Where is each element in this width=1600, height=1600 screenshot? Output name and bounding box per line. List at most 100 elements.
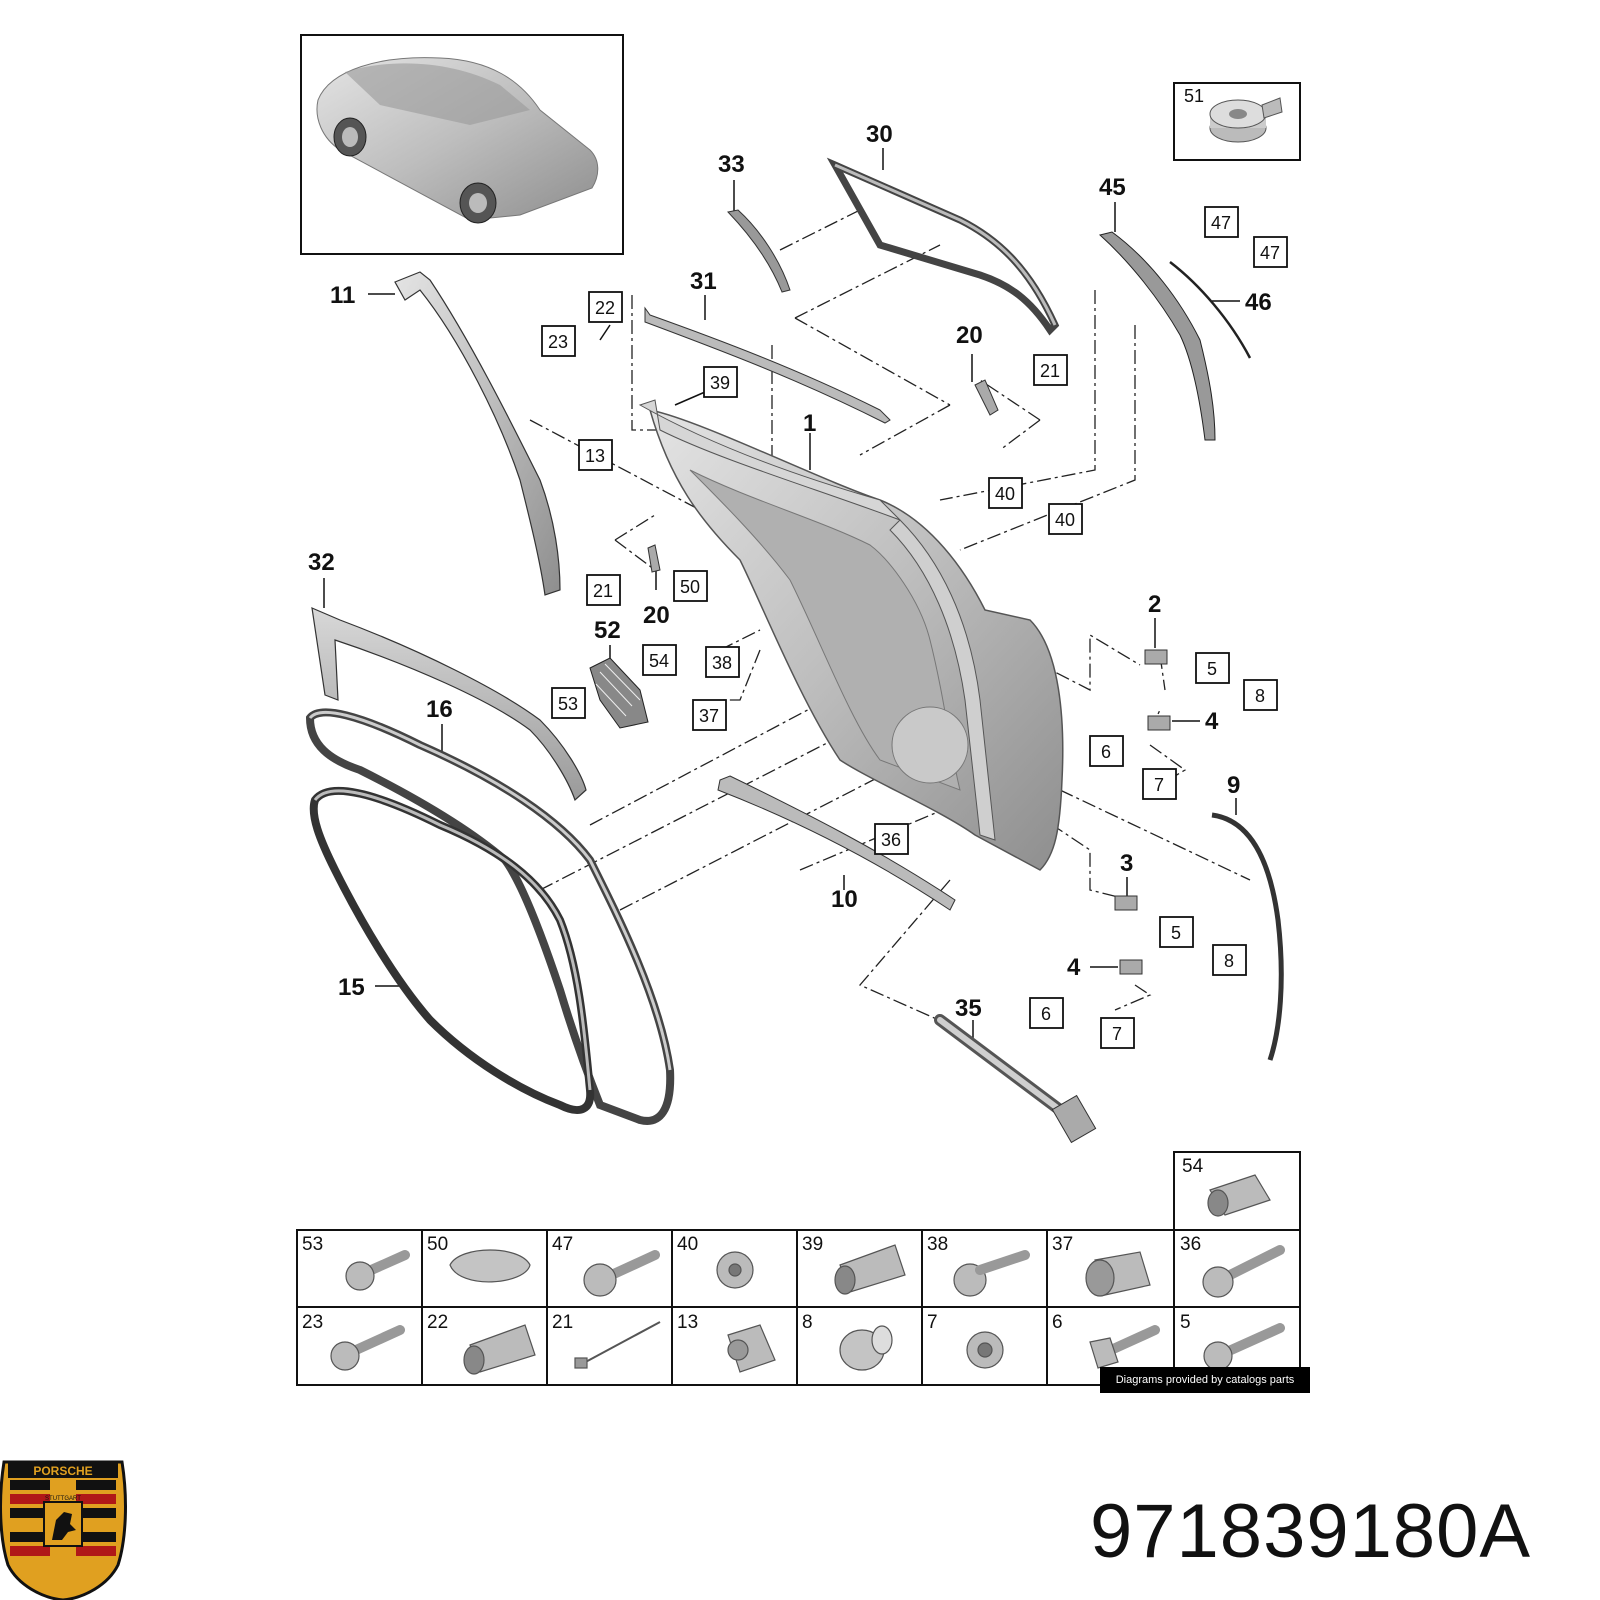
bolt-36-icon	[1202, 1245, 1285, 1298]
accessory-box-number: 51	[1184, 86, 1204, 106]
clip-40-icon	[716, 1251, 754, 1289]
crest-city-text: STUTTGART	[45, 1496, 81, 1502]
diagram-credit: Diagrams provided by catalogs parts	[1100, 1367, 1310, 1393]
box-7b: 7	[1112, 1024, 1122, 1044]
table-r2-c7: 6	[1052, 1312, 1063, 1333]
hinge-4-lower	[1119, 959, 1143, 975]
table-r2-c8: 5	[1180, 1312, 1191, 1333]
callout-10: 10	[831, 886, 858, 913]
box-47a: 47	[1211, 213, 1231, 233]
car-thumbnail	[300, 34, 624, 255]
accessory-box-51: 51	[1173, 82, 1301, 161]
callout-2: 2	[1148, 591, 1161, 618]
spacer-37-icon	[1085, 1251, 1151, 1297]
box-6b: 6	[1041, 1004, 1051, 1024]
box-6a: 6	[1101, 742, 1111, 762]
box-53: 53	[558, 694, 578, 714]
callout-33: 33	[718, 151, 745, 178]
callout-ticks	[323, 148, 1240, 1040]
callout-1: 1	[803, 410, 816, 437]
callout-11: 11	[330, 282, 355, 309]
callout-35: 35	[955, 995, 982, 1022]
box-47b: 47	[1260, 243, 1280, 263]
window-frame-30-inner	[834, 163, 1057, 326]
table-r2-c6: 7	[927, 1312, 938, 1333]
box-23: 23	[548, 332, 568, 352]
strip-31	[644, 306, 891, 424]
trim-32	[311, 607, 587, 802]
hinge-2	[1144, 649, 1168, 665]
strip-33	[727, 209, 791, 293]
callout-20-upper: 20	[956, 322, 983, 349]
table-r2-c1: 23	[302, 1312, 323, 1333]
callout-20-lower: 20	[643, 602, 670, 629]
boxed-callout-labels: 47 47 22 23 39 21 13 40 40 21 50 54 38 5…	[548, 213, 1280, 1044]
callout-4-lower: 4	[1067, 954, 1081, 981]
table-r1-c4: 40	[677, 1234, 698, 1255]
table-r1-c2: 50	[427, 1234, 448, 1255]
table-r2-c2: 22	[427, 1312, 448, 1333]
box-5b: 5	[1171, 923, 1181, 943]
hinge-3	[1114, 895, 1138, 911]
strip-46	[1169, 261, 1252, 359]
porsche-crest-logo: PORSCHE STUTTGART	[0, 1460, 127, 1600]
table-r2-c3: 21	[552, 1312, 573, 1333]
nut-7-icon	[966, 1331, 1004, 1369]
ball-stud-38-icon	[953, 1250, 1030, 1297]
callout-31: 31	[690, 268, 717, 295]
box-40a: 40	[995, 484, 1015, 504]
clip-13-icon	[727, 1324, 776, 1373]
box-40b: 40	[1055, 510, 1075, 530]
grille-52	[589, 657, 649, 729]
table-r1-c6: 38	[927, 1234, 948, 1255]
callout-46: 46	[1245, 289, 1272, 316]
bolt-53-icon	[345, 1250, 410, 1291]
box-54: 54	[649, 651, 669, 671]
check-strap-9	[1211, 812, 1284, 1061]
box-22: 22	[595, 298, 615, 318]
box-21b: 21	[593, 581, 613, 601]
box-50: 50	[680, 577, 700, 597]
bolt-23-icon	[330, 1325, 405, 1371]
bolt-5-icon	[1203, 1323, 1285, 1371]
nut-39-icon	[834, 1244, 906, 1295]
box-38: 38	[712, 653, 732, 673]
callout-52: 52	[594, 617, 621, 644]
box-39: 39	[710, 373, 730, 393]
box-36: 36	[881, 830, 901, 850]
clip-20-lower	[647, 544, 661, 573]
pin-21-icon	[574, 1321, 661, 1369]
fastener-icons	[330, 1174, 1285, 1375]
callout-32: 32	[308, 549, 335, 576]
box-37: 37	[699, 706, 719, 726]
bolt-6-icon	[1089, 1325, 1160, 1369]
box-7a: 7	[1154, 775, 1164, 795]
door-shell	[638, 399, 1064, 871]
table-r1-c1: 53	[302, 1234, 323, 1255]
trim-45	[1098, 231, 1216, 441]
box-8a: 8	[1255, 686, 1265, 706]
parts-table	[296, 1151, 1301, 1386]
hinge-4-upper	[1147, 715, 1171, 731]
boxed-callouts	[541, 206, 1288, 1049]
callout-15: 15	[338, 974, 365, 1001]
table-r1-c3: 47	[552, 1234, 573, 1255]
callout-45: 45	[1099, 174, 1126, 201]
table-r2-c4: 13	[677, 1312, 698, 1333]
table-labels: 54 53 50 47 40 39 38 37 36 23 22 21 13 8…	[302, 1156, 1204, 1333]
callout-3: 3	[1120, 850, 1133, 877]
box-21a: 21	[1040, 361, 1060, 381]
table-r1-c8: 36	[1180, 1234, 1201, 1255]
callouts: 11 33 30 45 46 31 20 1 32 20 52 16 2 4 9…	[308, 121, 1272, 1022]
table-corner-label: 54	[1182, 1156, 1204, 1177]
cap-50-icon	[449, 1249, 531, 1283]
callout-16: 16	[426, 696, 453, 723]
strip-10	[717, 775, 956, 911]
window-frame-30	[826, 157, 1060, 336]
box-5a: 5	[1207, 659, 1217, 679]
callout-9: 9	[1227, 772, 1240, 799]
strut-35	[934, 1014, 1097, 1144]
table-r1-c5: 39	[802, 1234, 823, 1255]
cap-8-icon	[839, 1325, 893, 1371]
